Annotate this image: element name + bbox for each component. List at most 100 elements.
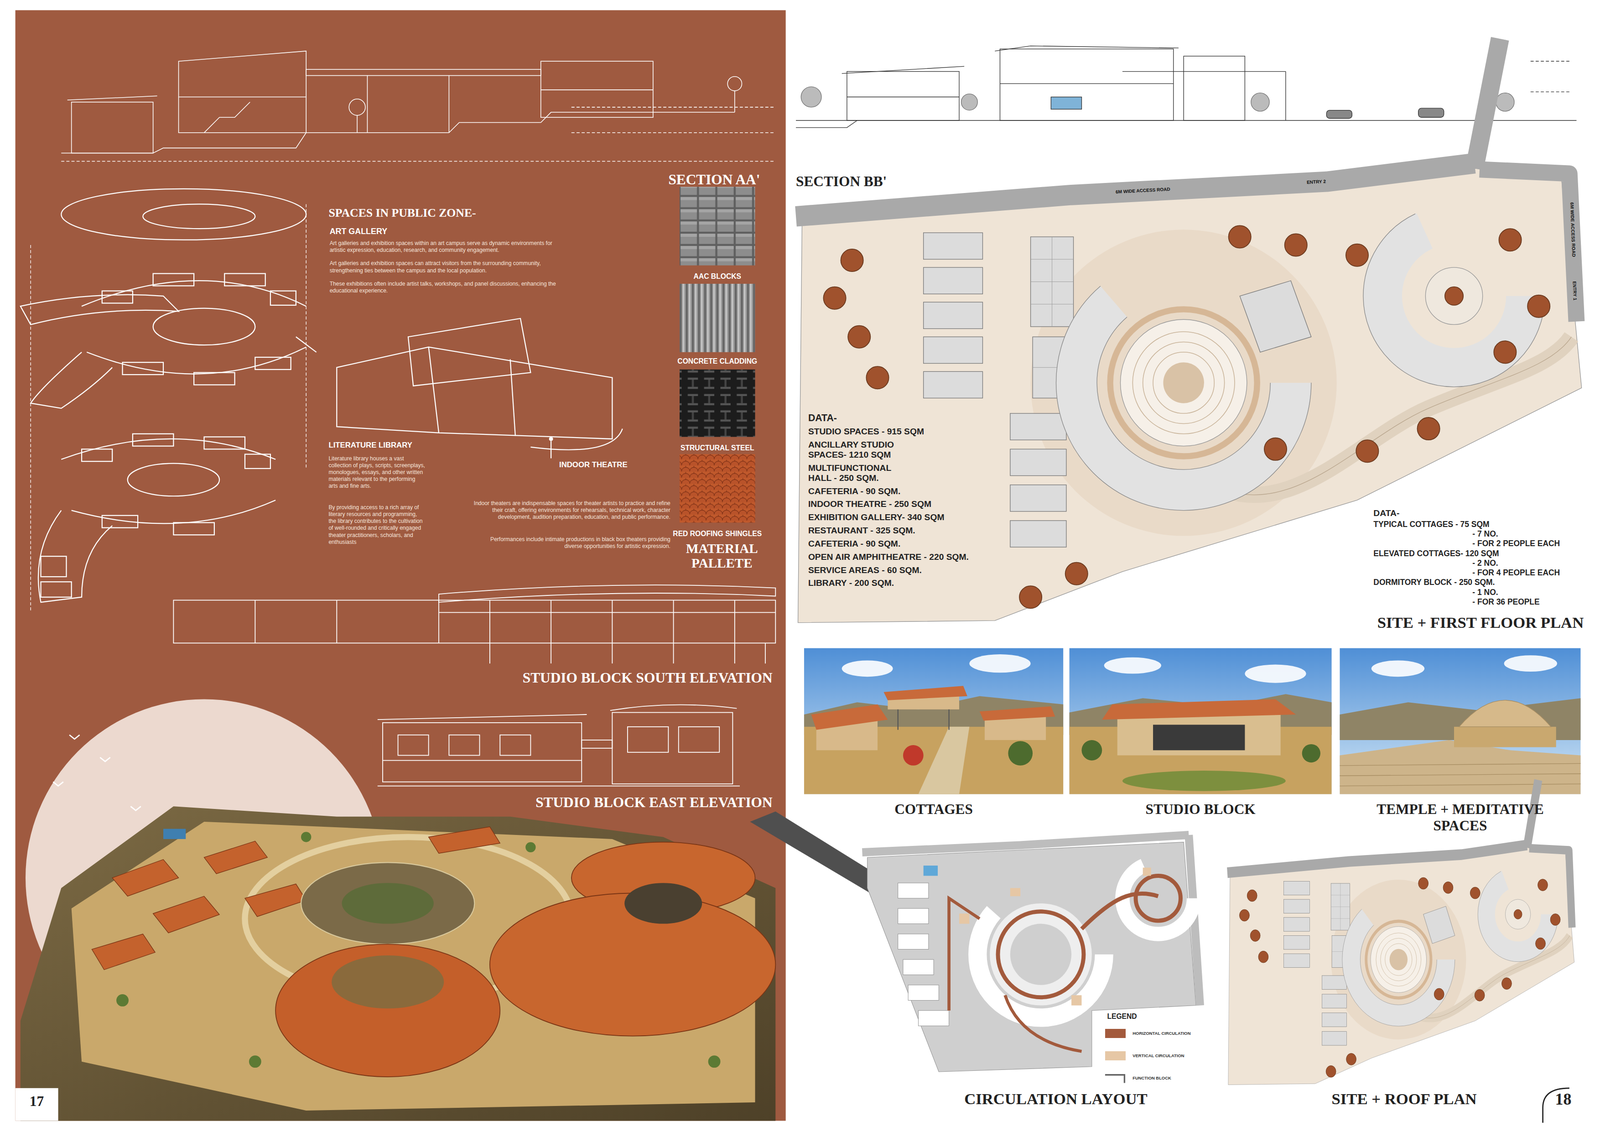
area-data: MULTIFUNCTIONAL HALL - 250 SQM. — [808, 462, 911, 484]
thumb-cottages-part — [883, 685, 967, 700]
left-panel-part — [15, 10, 786, 1121]
description-text: By providing access to a rich array of l… — [328, 503, 426, 546]
section-aa-part — [348, 98, 366, 116]
view-caption: STUDIO BLOCK — [1145, 800, 1256, 818]
aerial-render-part-part — [708, 1054, 721, 1068]
thumb-temple-part — [1339, 763, 1581, 786]
accommodation-data: - 7 NO. — [1472, 529, 1498, 539]
thumb-studio-part — [1101, 698, 1296, 720]
exploded-axonometric-part — [153, 308, 256, 346]
section-bb-part — [999, 83, 1174, 84]
circulation-layout-part-part — [903, 959, 934, 975]
section-bb-part-part — [800, 86, 822, 108]
circulation-layout-part-part — [898, 908, 929, 924]
accommodation-data: ELEVATED COTTAGES- 120 SQM — [1373, 548, 1499, 558]
circulation-layout-part — [949, 875, 1181, 1051]
section-aa-part — [71, 102, 154, 154]
section-bb-part — [1050, 97, 1082, 110]
section-aa-part — [448, 75, 450, 133]
view-caption: TEMPLE + MEDITATIVE SPACES — [1358, 800, 1563, 834]
exploded-axonometric-part-part — [306, 203, 307, 470]
material-swatches-part — [679, 186, 756, 265]
drawing-title: SITE + ROOF PLAN — [1331, 1089, 1542, 1108]
area-data: CAFETERIA - 90 SQM. — [808, 538, 1013, 549]
area-data: INDOOR THEATRE - 250 SQM — [808, 498, 1013, 510]
exploded-axonometric-part — [244, 454, 271, 469]
palette-title: MATERIAL PALLETE — [673, 540, 771, 571]
exploded-axonometric-part — [153, 273, 194, 286]
theatre-sketch-part — [428, 347, 439, 433]
circulation-layout — [862, 834, 1200, 1072]
section-bb-part — [800, 86, 1515, 112]
aerial-render-part — [331, 955, 444, 1008]
exploded-axonometric-part — [102, 290, 133, 304]
area-data: SERVICE AREAS - 60 SQM. — [808, 565, 1013, 576]
thumb-cottages-part — [841, 659, 894, 677]
circulation-layout-part — [923, 865, 938, 876]
accommodation-data: TYPICAL COTTAGES - 75 SQM — [1373, 519, 1490, 529]
section-bb-part — [795, 120, 858, 128]
material-name: AAC BLOCKS — [693, 272, 742, 281]
east-elevation-part — [382, 759, 582, 761]
function-block-sample — [1105, 1074, 1125, 1083]
thumb-temple-part-part — [1339, 783, 1581, 786]
section-bb-part-part — [961, 93, 978, 111]
left-panel — [15, 10, 786, 1121]
exploded-axonometric-part — [81, 448, 113, 462]
section-bb-part — [841, 66, 965, 74]
aerial-render-part — [275, 943, 500, 1077]
thumb-temple-part — [1504, 654, 1558, 672]
legend-swatch — [1105, 1028, 1126, 1038]
entry-label: ENTRY 2 — [1306, 178, 1326, 186]
aerial-render-part — [624, 882, 702, 924]
aerial-render-part — [301, 862, 475, 944]
area-data: EXHIBITION GALLERY- 340 SQM — [808, 512, 1013, 523]
description-text: Art galleries and exhibition spaces with… — [329, 239, 560, 254]
material-swatch: STRUCTURAL STEEL — [664, 369, 771, 452]
render-view: TEMPLE + MEDITATIVE SPACES — [1340, 648, 1581, 834]
section-aa-part — [178, 96, 307, 98]
circulation-layout-part-part — [918, 1010, 950, 1026]
thumb-cottages-part — [948, 709, 950, 730]
exploded-axonometric-part — [254, 357, 291, 370]
aerial-render-part-part — [204, 840, 268, 874]
area-data: RESTAURANT - 325 SQM. — [808, 525, 1013, 536]
circulation-layout-part-part — [1005, 994, 1082, 1051]
circulation-layout-part — [1010, 923, 1072, 985]
aerial-render-part-part — [244, 883, 307, 917]
section-aa-part — [178, 51, 307, 133]
south-elevation-part — [438, 584, 776, 603]
accommodation-data: - FOR 4 PEOPLE EACH — [1472, 567, 1560, 577]
thumb-cottages-part — [979, 706, 1056, 721]
legend-text: HORIZONTAL CIRCULATION — [1132, 1030, 1191, 1036]
exploded-axonometric-part — [86, 347, 307, 375]
description-text: Indoor theaters are indispensable spaces… — [471, 499, 671, 521]
circulation-layout-part — [977, 890, 1104, 1018]
exploded-axonometric-part — [193, 372, 235, 385]
material-name: STRUCTURAL STEEL — [680, 443, 755, 452]
thumb-temple-part — [1339, 739, 1581, 795]
area-data: OPEN AIR AMPHITHEATRE - 220 SQM. — [808, 551, 1013, 562]
page-number: 18 — [1542, 1089, 1584, 1109]
east-elevation-part — [499, 734, 531, 756]
south-elevation-part — [173, 599, 776, 643]
thumb-cottages-part — [811, 704, 889, 730]
section-bb-part-part — [1251, 93, 1270, 112]
thumb-studio-part — [1302, 743, 1321, 763]
circulation-layout-part — [862, 834, 1189, 852]
area-data: LIBRARY - 200 SQM. — [808, 577, 1013, 588]
legend-swatch — [1105, 1050, 1126, 1060]
exploded-axonometric-part — [41, 581, 72, 598]
south-elevation-part — [489, 642, 491, 664]
circulation-layout-part-part — [1142, 867, 1152, 876]
zone-heading: SPACES IN PUBLIC ZONE- — [328, 206, 594, 220]
east-elevation-part — [581, 739, 613, 749]
circulation-layout-part — [1122, 862, 1195, 934]
area-data: CAFETERIA - 90 SQM. — [808, 486, 1013, 497]
section-bb-part — [1183, 56, 1245, 121]
thumb-cottages-part — [903, 744, 924, 766]
south-elevation-part — [550, 599, 552, 643]
material-name: RED ROOFING SHINGLES — [672, 529, 762, 538]
theatre-sketch-part — [549, 437, 553, 441]
section-aa-part — [540, 61, 654, 118]
